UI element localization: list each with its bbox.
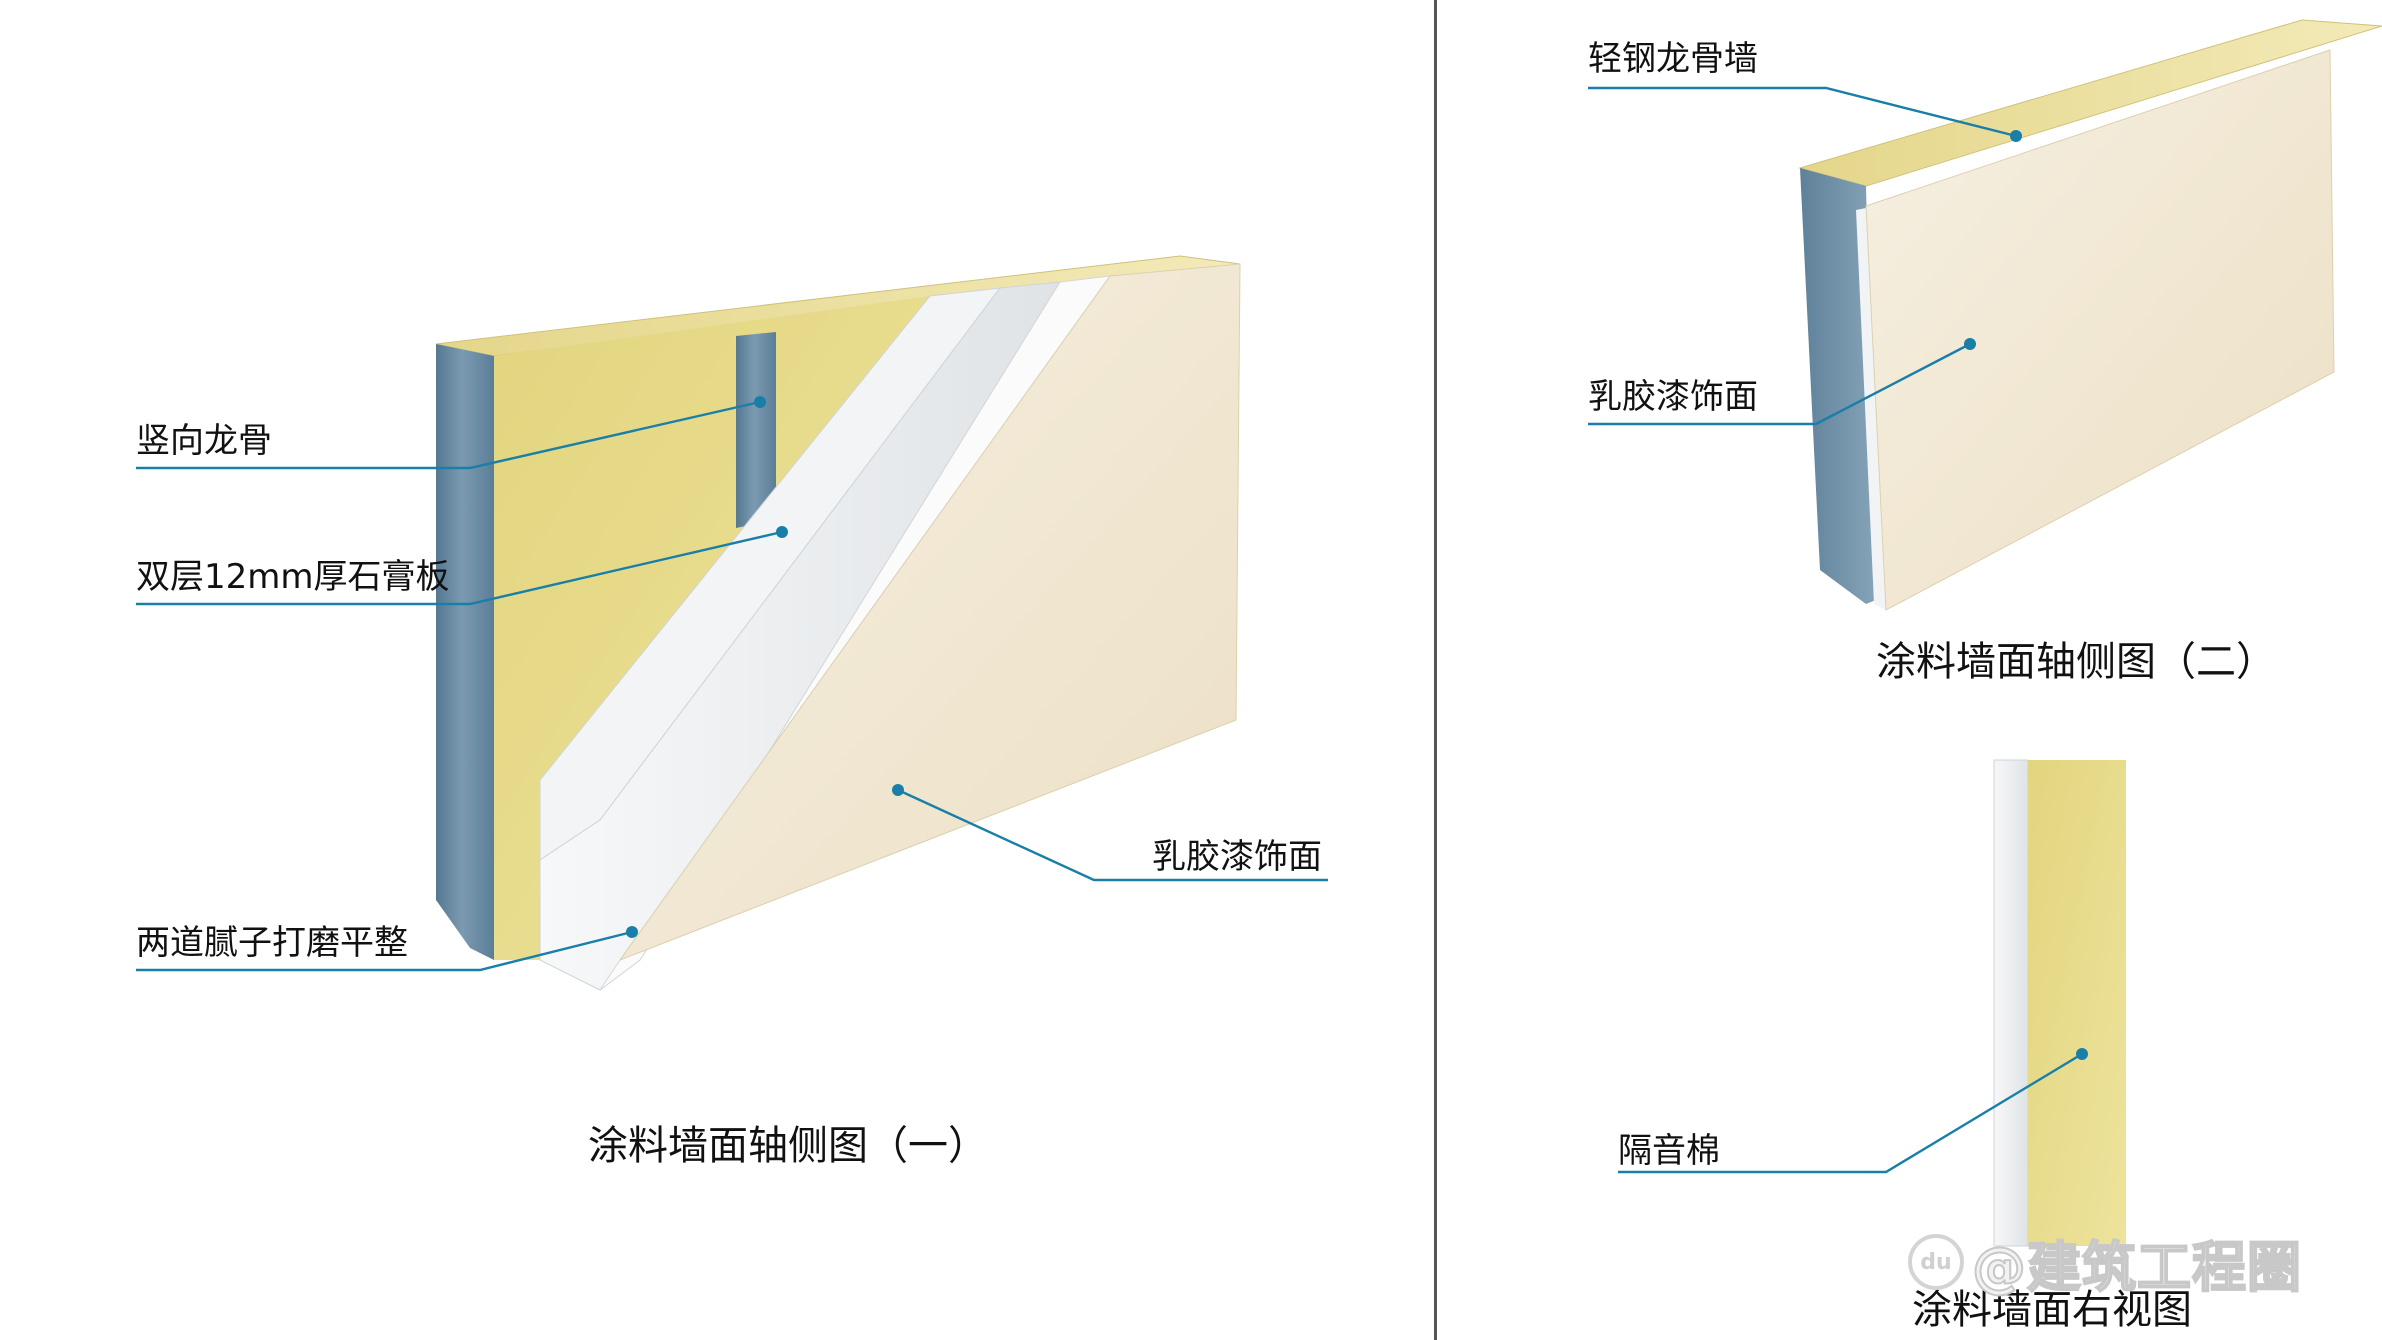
caption-figure2: 涂料墙面轴侧图（二） bbox=[1876, 639, 2276, 685]
label-double-gypsum: 双层12mm厚石膏板 bbox=[136, 557, 450, 597]
figure3-leaders bbox=[1618, 1052, 2083, 1174]
leader-paint-2 bbox=[1588, 342, 1971, 426]
fig3-gypsum-left bbox=[1993, 759, 2029, 1247]
figure2-wall-model bbox=[1798, 19, 2382, 611]
label-paint-finish-2: 乳胶漆饰面 bbox=[1588, 377, 1758, 417]
label-paint-finish-1: 乳胶漆饰面 bbox=[1152, 837, 1322, 877]
dot-insulation bbox=[2076, 1048, 2088, 1060]
dot-putty bbox=[626, 926, 638, 938]
leader-stud bbox=[136, 400, 761, 470]
watermark-text: @建筑工程圈 bbox=[1971, 1235, 2302, 1300]
dot-wall bbox=[2010, 130, 2022, 142]
label-putty: 两道腻子打磨平整 bbox=[136, 923, 408, 963]
fig1-vertical-stud bbox=[736, 332, 776, 528]
panel-divider bbox=[1434, 0, 1437, 1340]
watermark: du @建筑工程圈 bbox=[1908, 1232, 2302, 1300]
leader-putty bbox=[136, 930, 633, 972]
baidu-paw-icon: du bbox=[1908, 1234, 1964, 1290]
dot-paint-1 bbox=[892, 784, 904, 796]
dot-stud bbox=[754, 396, 766, 408]
fig1-paint-face bbox=[618, 263, 1241, 962]
fig2-paint-face bbox=[1865, 49, 2335, 611]
figure2-leaders bbox=[1588, 86, 2017, 426]
leader-gypsum bbox=[136, 530, 783, 606]
leader-paint-1 bbox=[897, 788, 1328, 882]
caption-figure3: 涂料墙面右视图 bbox=[1912, 1287, 2192, 1333]
figure3-section bbox=[1993, 759, 2126, 1247]
leader-wall bbox=[1588, 86, 2017, 138]
figure1-leaders bbox=[136, 400, 1328, 972]
figure1-wall-model bbox=[435, 255, 1241, 991]
fig3-insulation bbox=[2028, 760, 2126, 1246]
fig2-side-face bbox=[1800, 168, 1876, 604]
dot-paint-2 bbox=[1964, 338, 1976, 350]
label-insulation: 隔音棉 bbox=[1618, 1131, 1720, 1171]
label-vertical-stud: 竖向龙骨 bbox=[136, 421, 272, 461]
fig1-insulation bbox=[494, 296, 930, 960]
fig1-steel-end bbox=[436, 344, 494, 960]
dot-gypsum bbox=[776, 526, 788, 538]
leader-insulation bbox=[1618, 1052, 2083, 1174]
figure2-leader-dots bbox=[1964, 130, 2022, 350]
label-light-steel-wall: 轻钢龙骨墙 bbox=[1588, 39, 1758, 79]
caption-figure1: 涂料墙面轴侧图（一） bbox=[588, 1123, 988, 1169]
figure1-leader-dots bbox=[626, 396, 904, 938]
